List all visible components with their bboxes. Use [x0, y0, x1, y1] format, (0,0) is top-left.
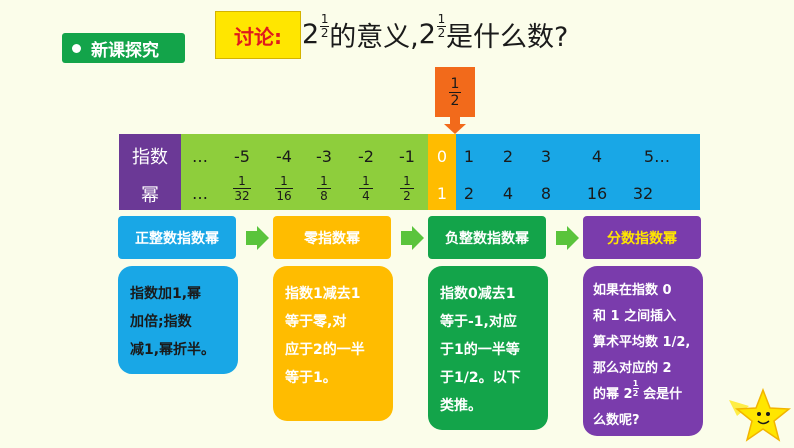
power-cell: 4	[502, 184, 514, 203]
power-fraction: 1 4	[359, 174, 373, 203]
section-tag-label: 新课探究	[91, 40, 159, 61]
card-text: 会是什	[643, 387, 683, 402]
power-den: 4	[362, 189, 370, 203]
card-line: 于1/2。以下	[440, 370, 521, 386]
exponent-cell: 5…	[643, 147, 671, 166]
card-line: 和 1 之间插入	[593, 309, 677, 324]
title-exp-den-2: 2	[437, 25, 446, 40]
exponent-zero: 0	[436, 147, 448, 166]
power-den: 8	[320, 189, 328, 203]
down-arrow-icon	[444, 124, 466, 134]
title-base-1: 2	[302, 18, 320, 50]
card-line: 加倍;指数	[130, 314, 192, 330]
card-line: 如果在指数 0	[593, 283, 672, 298]
title-power-2: 2 1 2	[418, 12, 446, 50]
title-exponent-1: 1 2	[320, 11, 330, 40]
power-cell: 8	[540, 184, 552, 203]
title-exp-num-1: 1	[320, 11, 329, 26]
power-num: 1	[362, 174, 370, 188]
card-line: 于1的一半等	[440, 342, 520, 358]
power-cell: …	[192, 184, 208, 203]
stage-fraction: 分数指数幂	[583, 216, 701, 259]
card-line: 算术平均数 1/2,	[593, 335, 691, 350]
power-num: 1	[238, 174, 246, 188]
card-line: 指数0减去1	[440, 286, 516, 302]
card-power-base: 2	[623, 387, 633, 402]
exponent-cell: -5	[234, 147, 250, 166]
negative-section	[181, 134, 428, 210]
exponent-cell: 2	[502, 147, 514, 166]
stage-zero: 零指数幂	[273, 216, 391, 259]
title-exponent-2: 1 2	[436, 11, 446, 40]
page-title: 2 1 2 的意义, 2 1 2 是什么数?	[302, 10, 568, 58]
zero-section	[428, 134, 456, 210]
card-line: 类推。	[440, 398, 482, 414]
power-den: 32	[234, 189, 250, 203]
exponent-cell: 1	[463, 147, 475, 166]
half-pointer: 1 2	[435, 67, 475, 117]
bullet-icon	[72, 43, 81, 53]
section-tag: 新课探究	[62, 33, 185, 63]
power-num: 1	[320, 174, 328, 188]
card-line: 减1,幂折半。	[130, 342, 216, 358]
card-line: 指数加1,幂	[130, 286, 202, 302]
positive-section	[456, 134, 700, 210]
power-fraction: 1 16	[275, 174, 293, 203]
exponent-cell: -2	[358, 147, 374, 166]
card-exp-num: 1	[632, 379, 639, 388]
power-fraction: 1 2	[400, 174, 414, 203]
pointer-num: 1	[450, 75, 460, 92]
pointer-fraction: 1 2	[449, 76, 461, 109]
title-base-2: 2	[418, 18, 436, 50]
power-num: 1	[280, 174, 288, 188]
exponent-cell: 3	[540, 147, 552, 166]
power-cell: 32	[632, 184, 654, 203]
card-line: 应于2的一半	[285, 342, 365, 358]
card-zero: 指数1减去1 等于零,对 应于2的一半 等于1。	[273, 266, 393, 421]
power-den: 2	[403, 189, 411, 203]
card-line: 指数1减去1	[285, 286, 361, 302]
discuss-badge: 讨论:	[215, 11, 301, 59]
card-line: 等于1。	[285, 370, 337, 386]
exponent-cell: -3	[316, 147, 332, 166]
title-exp-num-2: 1	[437, 11, 446, 26]
card-line-with-power: 的幂 2 1 2 会是什	[593, 379, 693, 408]
card-power-exponent: 1 2	[632, 379, 639, 398]
title-mid-text: 的意义,	[329, 21, 419, 53]
title-power-1: 2 1 2	[302, 12, 330, 50]
card-line: 那么对应的 2	[593, 361, 672, 376]
title-end-text: 是什么数?	[445, 21, 569, 53]
exponent-cell: -4	[276, 147, 292, 166]
card-text: 的幂	[593, 387, 620, 402]
card-power: 2 1 2	[623, 379, 639, 408]
title-exp-den-1: 2	[320, 25, 329, 40]
stage-positive-integer: 正整数指数幂	[118, 216, 236, 259]
card-negative-integer: 指数0减去1 等于-1,对应 于1的一半等 于1/2。以下 类推。	[428, 266, 548, 430]
power-fraction: 1 32	[233, 174, 251, 203]
pointer-den: 2	[450, 92, 460, 109]
row-label-exponent: 指数	[119, 134, 181, 177]
power-cell: 16	[586, 184, 608, 203]
power-den: 16	[276, 189, 292, 203]
exponent-cell: …	[192, 147, 208, 166]
card-fraction: 如果在指数 0 和 1 之间插入 算术平均数 1/2, 那么对应的 2 的幂 2…	[583, 266, 703, 436]
discuss-label: 讨论:	[234, 24, 282, 49]
power-num: 1	[403, 174, 411, 188]
power-fraction: 1 8	[317, 174, 331, 203]
card-line: 等于-1,对应	[440, 314, 517, 330]
power-cell: 2	[463, 184, 475, 203]
stage-negative-integer: 负整数指数幂	[428, 216, 546, 259]
card-line: 等于零,对	[285, 314, 347, 330]
card-exp-den: 2	[632, 389, 639, 398]
row-label-power: 幂	[119, 177, 181, 210]
star-icon	[729, 387, 792, 442]
card-line: 么数呢?	[593, 413, 640, 428]
card-positive-integer: 指数加1,幂 加倍;指数 减1,幂折半。	[118, 266, 238, 374]
exponent-cell: 4	[591, 147, 603, 166]
exponent-cell: -1	[399, 147, 415, 166]
power-zero: 1	[436, 184, 448, 203]
down-arrow-stem	[450, 117, 460, 125]
